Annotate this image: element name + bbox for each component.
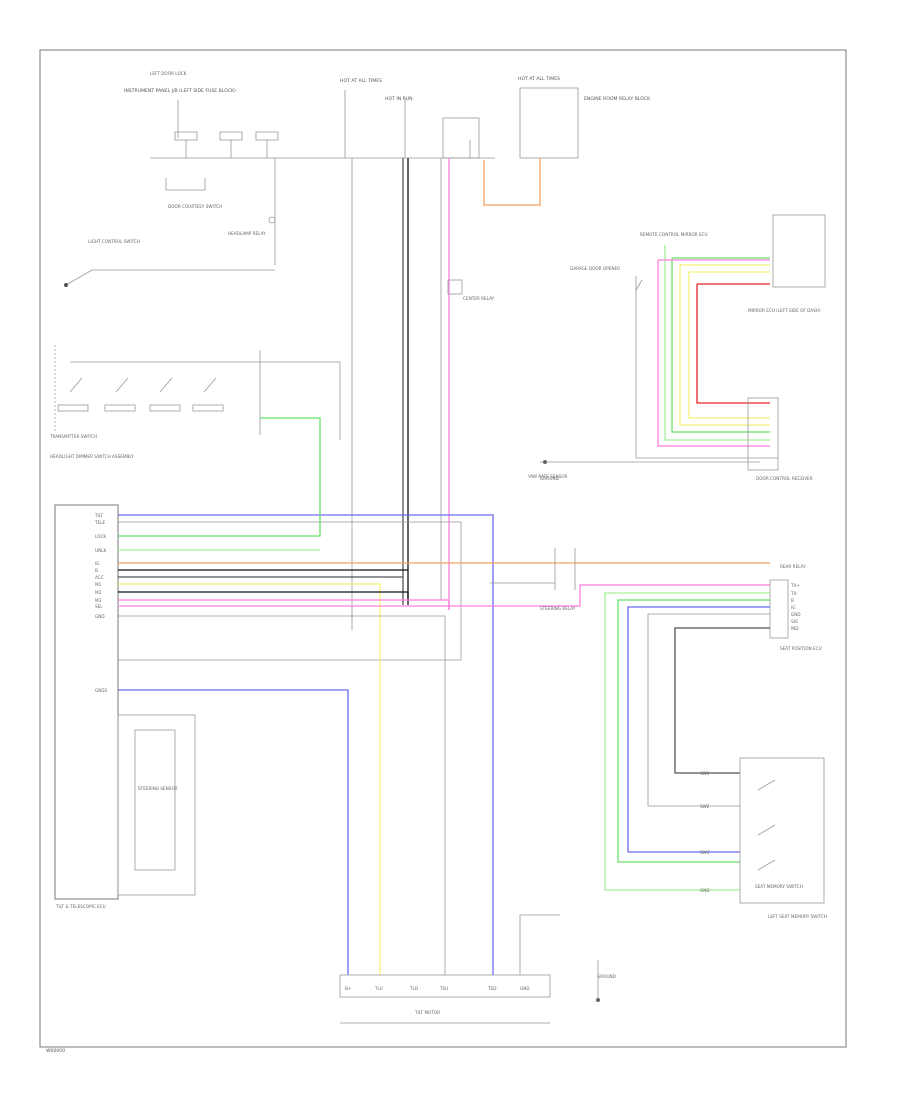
rear-relay-label: REAR RELAY xyxy=(780,564,806,569)
seat-pin-labels: SW1 SW2 SW3 GND xyxy=(700,771,710,893)
light-switch-wire xyxy=(65,269,275,286)
steering-module-label: STEERING SENSOR xyxy=(138,786,178,791)
svg-text:GND: GND xyxy=(95,614,105,619)
left-pin-labels: TILT TELE LOCK UNLK IG B ACC M1 M2 M3 SE… xyxy=(94,513,108,693)
wire-green-switch xyxy=(118,417,321,537)
remote-ecu-label: REMOTE CONTROL MIRROR ECU xyxy=(640,232,708,237)
relay-coil xyxy=(268,216,276,224)
fuse-top-center-label: HOT AT ALL TIMES xyxy=(340,78,382,84)
relay-box-top xyxy=(442,117,480,159)
wire-blue-seat xyxy=(627,606,770,853)
center-relay-label: CENTER RELAY xyxy=(463,296,495,301)
tilt-motor-connector xyxy=(339,974,551,998)
svg-text:TX+: TX+ xyxy=(790,583,800,588)
module-label: DOOR CONTROL RECEIVER xyxy=(756,476,813,481)
oblique-sensor-label: YAW RATE SENSOR xyxy=(527,474,568,479)
svg-text:GND: GND xyxy=(520,986,530,991)
wire-blue-bottom xyxy=(118,689,349,975)
tilt-ecu-box xyxy=(54,504,119,900)
wire-lightgreen-seat xyxy=(604,592,770,891)
engine-room-box xyxy=(519,87,579,159)
center-relay-symbol xyxy=(447,279,463,295)
wire-darkgray-seat xyxy=(674,627,770,774)
svg-text:M1: M1 xyxy=(95,582,102,587)
svg-text:IG: IG xyxy=(95,561,99,566)
mirror-ecu-pins xyxy=(747,397,779,471)
ground-1 xyxy=(64,283,68,287)
svg-text:LOCK: LOCK xyxy=(95,534,106,539)
seat-ecu-pins xyxy=(769,579,789,639)
bottom-pin-labels: B+ TLU TLD TSU TSD GND xyxy=(345,986,530,991)
tilt-ecu-label: TILT & TELESCOPIC ECU xyxy=(55,904,106,909)
svg-text:TSU: TSU xyxy=(439,986,448,991)
engine-room-label: ENGINE ROOM RELAY BLOCK xyxy=(584,96,651,102)
fuse-3 xyxy=(255,131,279,141)
steering-relay-label: STEERING RELAY xyxy=(540,606,576,611)
right-pin-labels: TX+ TX- B IG GND SIG IND xyxy=(790,583,801,631)
svg-text:SEL: SEL xyxy=(95,604,103,609)
svg-text:ACC: ACC xyxy=(95,575,104,580)
ground-label: GROUND xyxy=(540,476,559,481)
svg-text:SIG: SIG xyxy=(791,619,798,624)
remote-ecu-box xyxy=(772,214,826,288)
wire-lightgreen-right xyxy=(664,245,770,441)
svg-text:TLU: TLU xyxy=(374,986,383,991)
svg-text:B: B xyxy=(791,598,794,603)
svg-text:M2: M2 xyxy=(95,590,102,595)
headlamp-relay-label: HEADLAMP RELAY xyxy=(228,231,266,236)
left-door-lock-label: LEFT DOOR LOCK xyxy=(150,71,187,76)
connector-bottom-label: TILT MOTOR xyxy=(414,1010,440,1015)
wire-red-right xyxy=(696,284,770,404)
wire-yellow-right xyxy=(679,265,770,426)
svg-text:B+: B+ xyxy=(345,986,352,991)
svg-text:TSD: TSD xyxy=(487,986,496,991)
svg-text:TILT: TILT xyxy=(94,513,104,518)
wire-orange-top xyxy=(483,158,541,206)
svg-text:TX-: TX- xyxy=(790,591,798,596)
fuse-2 xyxy=(219,131,243,141)
seat-switch-box xyxy=(739,757,825,904)
svg-text:IND: IND xyxy=(791,626,799,631)
svg-text:TELE: TELE xyxy=(94,520,106,525)
garage-door-label: GARAGE DOOR OPENER xyxy=(570,266,620,271)
svg-text:SW3: SW3 xyxy=(700,850,710,855)
page-code: W00000 xyxy=(46,1048,65,1054)
door-switch-wire xyxy=(165,178,206,191)
wire-pink-long xyxy=(118,584,770,607)
wire-yellow2-right xyxy=(688,272,770,419)
seat-ecu-label: SEAT POSITION ECU xyxy=(780,646,822,651)
svg-text:GND: GND xyxy=(700,888,710,893)
svg-text:SW1: SW1 xyxy=(700,771,710,776)
wire-pink-right xyxy=(657,260,770,447)
door-switch-label: DOOR COURTESY SWITCH xyxy=(168,204,222,209)
svg-text:GND: GND xyxy=(791,612,801,617)
svg-text:IG: IG xyxy=(791,605,795,610)
wire-blue-top xyxy=(118,514,494,975)
page-border xyxy=(39,49,847,1048)
seat-switch-label: SEAT MEMORY SWITCH xyxy=(755,884,803,889)
transmitter-switch-label: TRANSMITTER SWITCH xyxy=(49,434,97,439)
light-switch-label: LIGHT CONTROL SWITCH xyxy=(88,239,140,244)
svg-text:TLD: TLD xyxy=(409,986,418,991)
svg-text:SW2: SW2 xyxy=(700,804,710,809)
svg-text:UNLK: UNLK xyxy=(95,548,107,553)
steering-sensor-box xyxy=(117,714,196,896)
svg-text:M3: M3 xyxy=(95,598,102,603)
headlight-switch-assy-label: HEADLIGHT DIMMER SWITCH ASSEMBLY xyxy=(50,454,134,459)
top-right-fuse-label: HOT AT ALL TIMES xyxy=(518,76,560,82)
ground-bottom-right-label: GROUND xyxy=(597,974,616,979)
svg-text:B: B xyxy=(95,568,98,573)
wire-green-right xyxy=(671,258,770,433)
mirror-ecu-label: MIRROR ECU (LEFT SIDE OF DASH) xyxy=(748,308,821,313)
left-seat-switch-label: LEFT SEAT MEMORY SWITCH xyxy=(768,914,827,919)
svg-text:GND2: GND2 xyxy=(95,688,108,693)
wire-yellow-main xyxy=(118,583,381,975)
fuse-block-label: INSTRUMENT PANEL J/B (LEFT SIDE FUSE BLO… xyxy=(124,88,236,94)
hot-in-run-label: HOT IN RUN xyxy=(385,96,413,102)
